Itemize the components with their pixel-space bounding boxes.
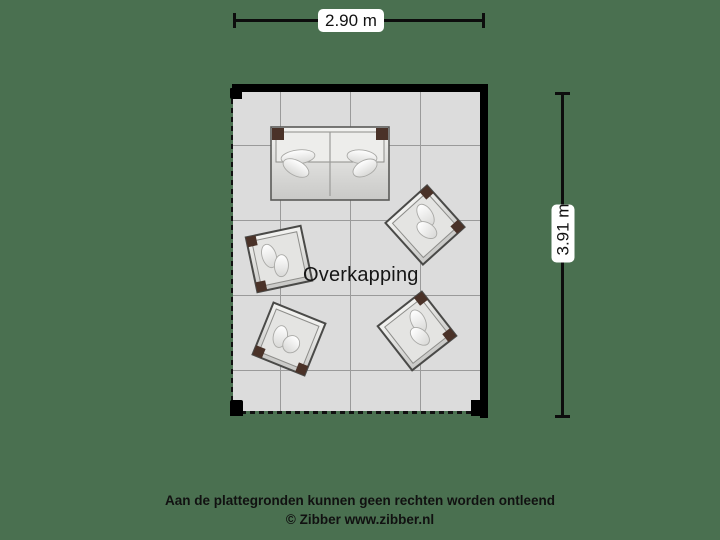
corner-post-top-left (230, 88, 242, 99)
height-dimension-label: 3.91 m (551, 204, 575, 263)
furniture-armchair-bottomright (376, 290, 458, 372)
furniture-armchair-left (244, 224, 314, 294)
room-label: Overkapping (303, 264, 419, 286)
width-dimension-cap-left (233, 13, 236, 28)
height-dimension-cap-bottom (555, 415, 570, 418)
wall-right (480, 84, 488, 418)
furniture-sofa-2seat (270, 126, 390, 201)
footer-line-1: Aan de plattegronden kunnen geen rechten… (164, 493, 556, 508)
wall-top (232, 84, 488, 92)
room-overkapping: Overkapping (228, 84, 488, 418)
height-dimension-cap-top (555, 92, 570, 95)
width-dimension-label: 2.90 m (318, 9, 384, 32)
corner-post-bottom-right (471, 400, 483, 416)
footer-disclaimer: Aan de plattegronden kunnen geen rechten… (0, 491, 720, 529)
corner-post-bottom-left (230, 400, 243, 416)
floor-grid-line (350, 91, 351, 411)
wall-left-open (231, 90, 233, 414)
furniture-armchair-bottomleft (251, 301, 327, 377)
footer-line-2: © Zibber www.zibber.nl (285, 512, 435, 527)
width-dimension-cap-right (482, 13, 485, 28)
floor-grid-line (233, 370, 481, 371)
floor-grid-line (233, 295, 481, 296)
floor-grid-line (233, 220, 481, 221)
wall-bottom-open (232, 411, 482, 414)
furniture-armchair-topright (384, 184, 466, 266)
